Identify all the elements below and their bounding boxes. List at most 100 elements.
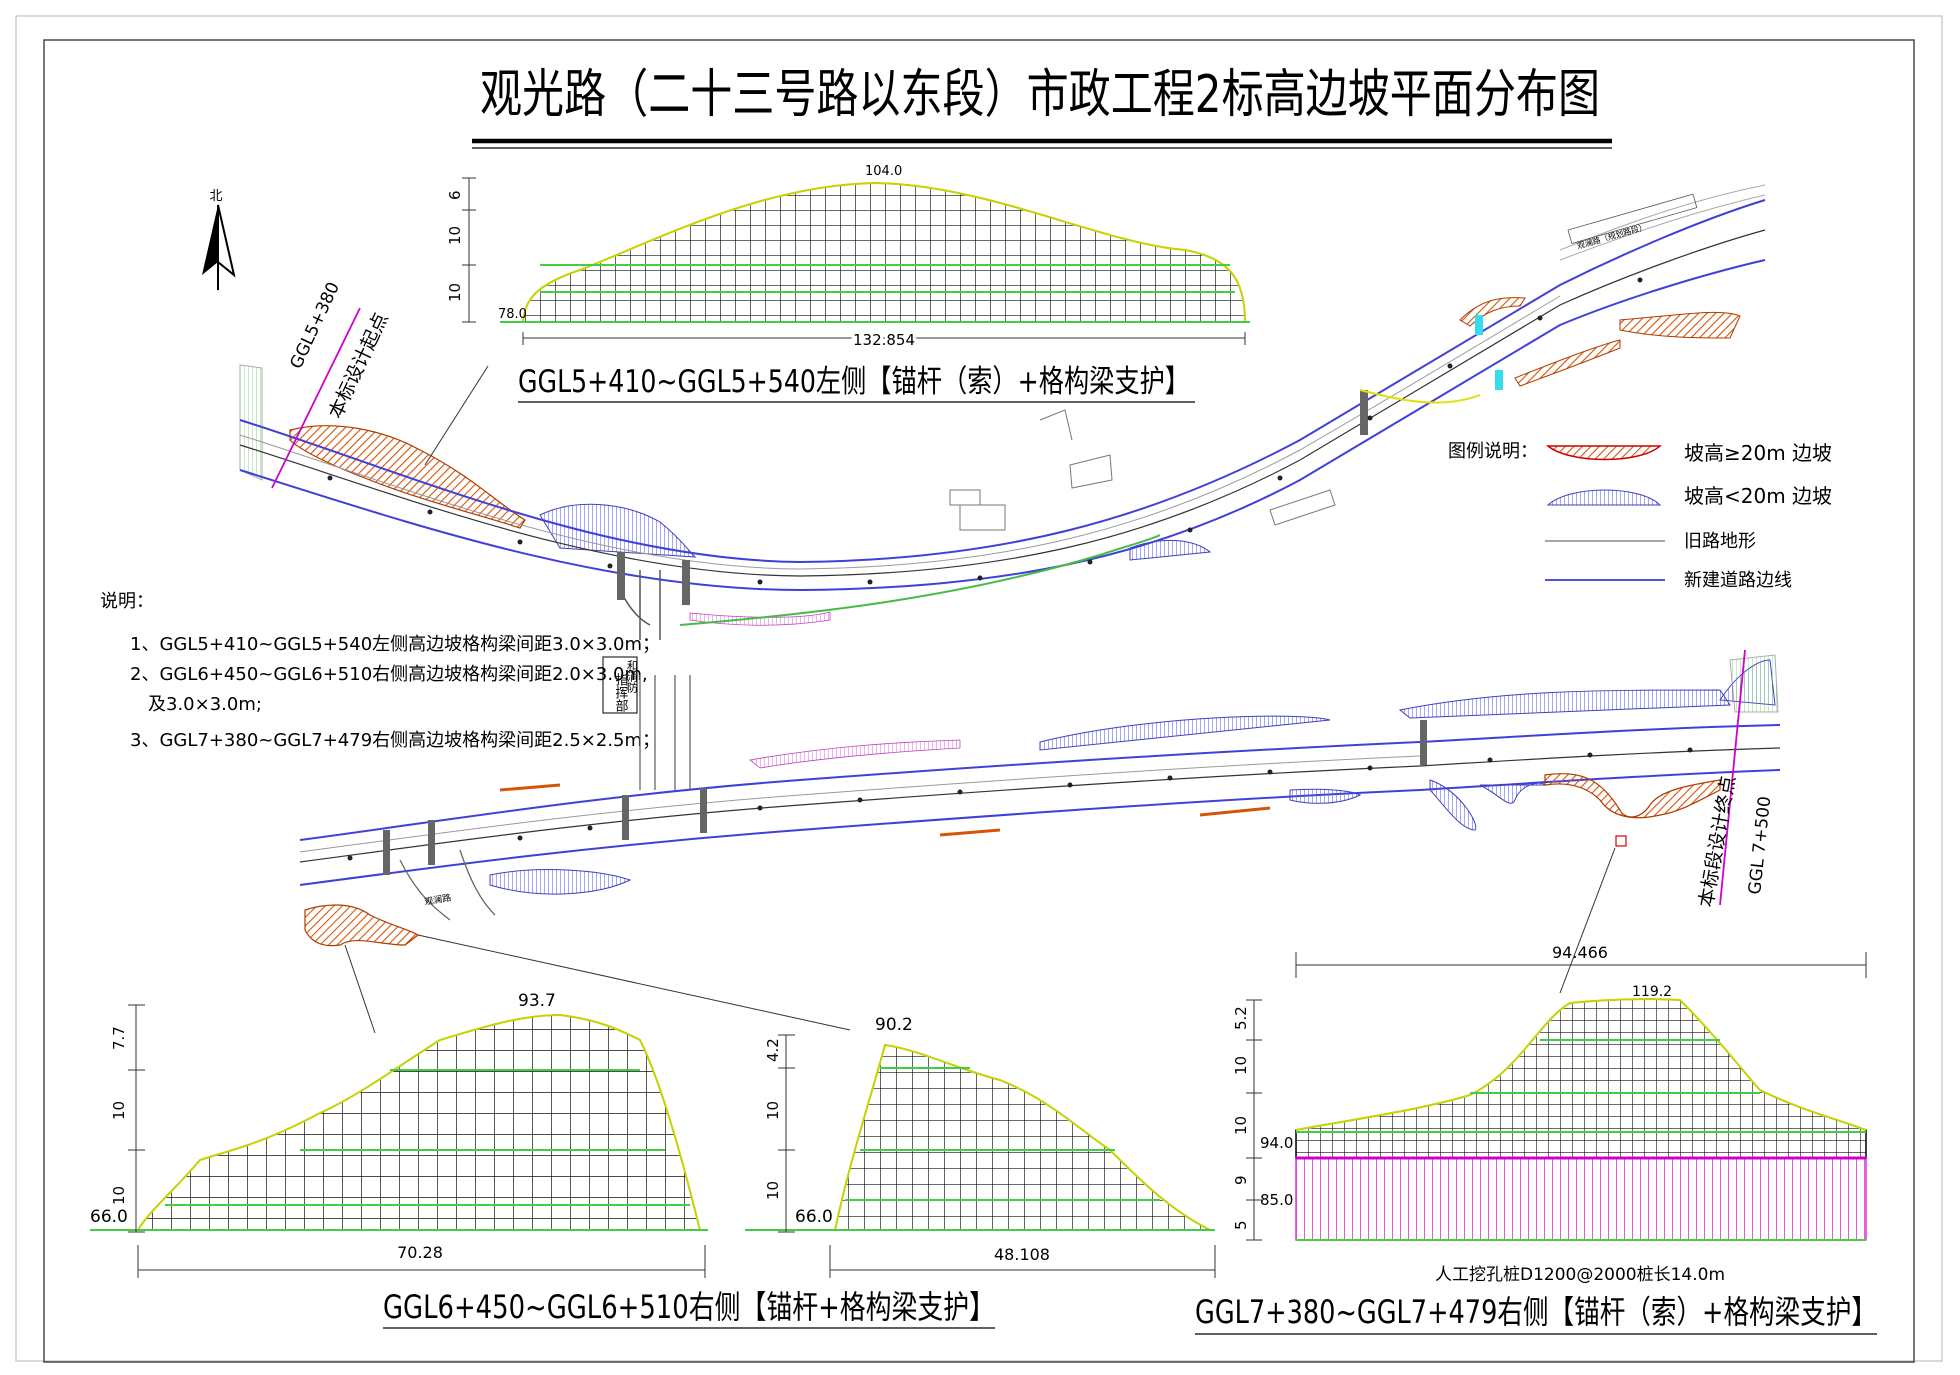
profile-1-tier-2: 10: [446, 226, 464, 245]
end-station: GGL 7+500: [1745, 795, 1775, 895]
lower-old-road: [299, 755, 1421, 853]
profile-2-tier-2: 10: [110, 1101, 128, 1120]
crossroad-hq: [619, 570, 661, 640]
profile-3-tier-1: 10: [764, 1181, 782, 1200]
profile-1-lattice: [522, 182, 1246, 323]
profile-4: 5 9 10 10 5.2 119.2 94.0 85.0 94.466 人工挖…: [1195, 943, 1877, 1335]
profile-4-piles: [1295, 1157, 1867, 1241]
notes-block: 说明： 1、GGL5+410~GGL5+540左侧高边坡格构梁间距3.0×3.0…: [100, 591, 660, 751]
profile-3-lattice: [834, 1044, 1211, 1231]
note-2b: 及3.0×3.0m;: [148, 694, 262, 715]
profile-2-tier-3: 7.7: [110, 1026, 128, 1050]
low-slope-lower-top-2: [1398, 689, 1731, 719]
profile-1-caption: GGL5+410~GGL5+540左侧【锚杆（索）+格构梁支护】: [518, 364, 1190, 400]
profile-1-ground: [522, 181, 1246, 323]
profile-3: 10 10 4.2 90.2 66.0 48.108: [745, 1015, 1216, 1278]
profile-3-top-elev: 90.2: [875, 1015, 913, 1035]
profile-3-tier-3: 4.2: [764, 1038, 782, 1062]
profile-1-base-elev: 78.0: [498, 307, 527, 322]
building-cluster: [949, 409, 1336, 531]
low-slope-lower-bottom-4: [1479, 782, 1547, 804]
legend-label-high: 坡高≥20m 边坡: [1684, 441, 1832, 465]
profile-1-tier-1: 10: [446, 283, 464, 302]
leader-lines: [344, 365, 1616, 1034]
cyan-mark-1: [1475, 315, 1483, 335]
profile-4-ground: [1295, 998, 1867, 1131]
profile-4-tier-4: 10: [1232, 1056, 1250, 1075]
lower-crosswalk-2: [428, 820, 435, 865]
junction-label: 观澜路: [423, 891, 452, 908]
lower-crosswalk-3: [622, 795, 629, 840]
profile-4-tier-5: 5.2: [1232, 1006, 1250, 1030]
lower-road-plan: 观澜路: [299, 654, 1781, 947]
notes-heading: 说明：: [100, 591, 154, 612]
upper-road-median: [239, 229, 1766, 577]
profile-2-caption: GGL6+450~GGL6+510右侧【锚杆+格构梁支护】: [383, 1288, 995, 1326]
profile-3-ground: [834, 1043, 1211, 1231]
upper-centerline-markers: [327, 277, 1643, 585]
profile-2: 10 10 7.7 93.7 66.0 70.28 GGL6+450~GGL6+…: [90, 991, 995, 1329]
note-2: 2、GGL6+450~GGL6+510右侧高边坡格构梁间距2.0×3.0m,: [130, 664, 648, 685]
profile-4-length: 94.466: [1552, 943, 1608, 962]
upper-road-edge-bottom: [239, 259, 1766, 592]
high-slope-right-3: [1514, 339, 1621, 387]
profile-1-top-elev: 104.0: [865, 164, 902, 179]
north-label: 北: [209, 189, 222, 204]
upper-yellow-line: [1359, 389, 1481, 404]
hq-label: 指挥部: [613, 673, 629, 712]
profile-3-base-elev: 66.0: [795, 1207, 833, 1227]
profile-4-mid-elev: 94.0: [1260, 1134, 1293, 1152]
lower-crosswalk-1: [383, 830, 390, 875]
lower-crosswalk-4: [700, 788, 707, 833]
profile-4-base-elev: 85.0: [1260, 1191, 1293, 1209]
lower-crosswalk-5: [1420, 720, 1427, 765]
upper-old-road: [239, 295, 1561, 570]
note-1: 1、GGL5+410~GGL5+540左侧高边坡格构梁间距3.0×3.0m；: [130, 634, 660, 655]
drawing-title: 观光路（二十三号路以东段）市政工程2标高边坡平面分布图: [480, 65, 1600, 125]
legend: 图例说明： 坡高≥20m 边坡 坡高<20m 边坡 旧路地形 新建道路边线: [1448, 441, 1832, 591]
profile-2-lattice: [136, 1014, 701, 1231]
low-slope-upper-2: [1129, 539, 1212, 561]
profile-1-tier-3: 6: [446, 190, 464, 200]
crosswalk-1: [617, 552, 625, 600]
top-road-label: 观澜路（规划路段）: [1576, 221, 1648, 250]
legend-swatch-high: [1545, 445, 1662, 461]
junction-road: [399, 849, 496, 921]
inner-border: [43, 39, 1915, 1363]
low-slope-lower-bottom-3: [1429, 779, 1477, 831]
cyan-mark-2: [1495, 370, 1503, 390]
high-slope-lower-right: [1544, 773, 1721, 819]
profile-1-length: 132.854: [853, 331, 915, 349]
north-arrow: 北: [202, 189, 236, 290]
profile-4-tier-1: 5: [1232, 1220, 1250, 1230]
crosswalk-3: [1360, 390, 1368, 435]
low-slope-lower-bottom-2: [1289, 788, 1362, 804]
upper-green-edge: [679, 534, 1161, 626]
profile-4-caption: GGL7+380~GGL7+479右侧【锚杆（索）+格构梁支护】: [1195, 1293, 1877, 1331]
lower-road-edge-top: [299, 724, 1781, 841]
profile-2-ground: [137, 1013, 701, 1231]
low-slope-lower-bottom-1: [489, 869, 632, 895]
fire-label: 和消防: [626, 660, 639, 694]
start-label: 本标设计起点: [325, 309, 393, 422]
profile-4-top-elev: 119.2: [1632, 984, 1672, 1000]
profile-3-tier-2: 10: [764, 1101, 782, 1120]
profile-4-lattice: [1295, 998, 1867, 1159]
profile-2-tier-1: 10: [110, 1186, 128, 1205]
note-3: 3、GGL7+380~GGL7+479右侧高边坡格构梁间距2.5×2.5m；: [130, 730, 660, 751]
profile-4-tier-2: 9: [1232, 1175, 1250, 1185]
lower-orange-dash: [499, 783, 1271, 837]
crosswalk-2: [682, 560, 690, 605]
legend-label-new: 新建道路边线: [1684, 570, 1792, 591]
legend-swatch-low: [1546, 489, 1662, 506]
magenta-slope-lower: [749, 739, 961, 769]
lower-centerline-markers: [347, 747, 1693, 861]
high-slope-lower-left: [304, 904, 420, 947]
red-box-mark: [1615, 835, 1627, 847]
profile-2-base-elev: 66.0: [90, 1207, 128, 1227]
profile-4-pile-note: 人工挖孔桩D1200@2000桩长14.0m: [1435, 1265, 1725, 1285]
top-road-label-box: [1567, 193, 1698, 244]
low-slope-lower-top-1: [1039, 715, 1331, 751]
top-right-branch: [1559, 184, 1766, 261]
